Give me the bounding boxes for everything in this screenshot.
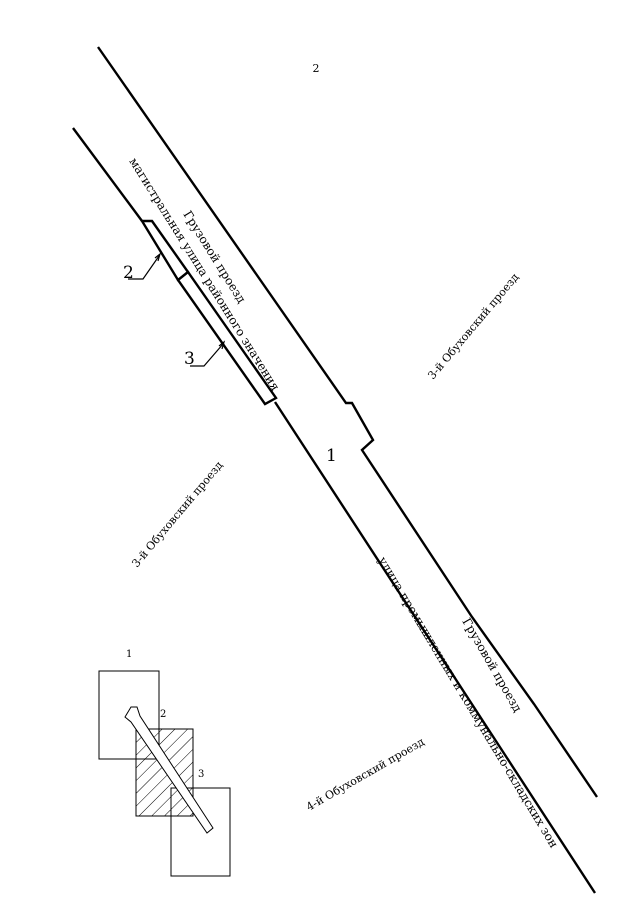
road-edge-upper (97, 46, 598, 798)
overview-sheet-1 (98, 670, 160, 760)
road-edge-lower (72, 127, 597, 894)
street-upper-class: магистральная улица районного значения (126, 155, 282, 393)
work-zone-segment-3 (176, 270, 278, 406)
callout-3-label: 3 (184, 349, 195, 369)
callout-2-arrow (154, 252, 162, 262)
centre-marker: 1 (326, 446, 337, 466)
overview-sheet-3 (170, 787, 231, 877)
area-label-right: 3-й Обуховский проезд (425, 271, 521, 382)
overview-key-plan: 1 2 3 (98, 649, 231, 877)
overview-sheet-1-number: 1 (126, 649, 132, 660)
overview-sheet-2-number: 2 (160, 709, 166, 720)
callout-3-leader (190, 343, 224, 367)
area-label-bottom: 4-й Обуховский проезд (304, 735, 427, 813)
callout-2-label: 2 (123, 263, 134, 283)
sheet-number: 2 (313, 62, 320, 75)
callout-2-leader (128, 255, 160, 280)
overview-road-strip (124, 706, 214, 834)
area-label-left: 3-й Обуховский проезд (129, 459, 225, 570)
overview-sheet-3-number: 3 (198, 769, 204, 780)
callout-3-arrow (218, 340, 226, 350)
